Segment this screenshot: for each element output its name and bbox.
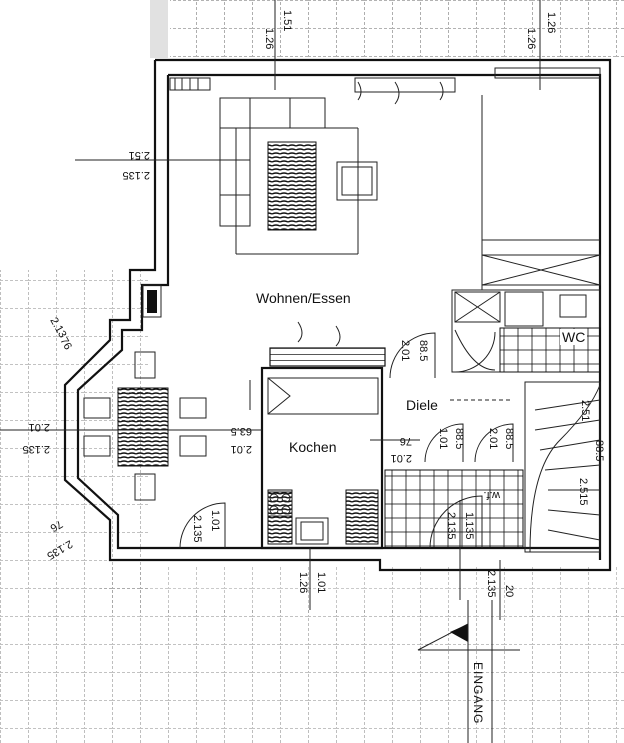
- dim-entry-b: 20: [503, 585, 515, 597]
- dim-door-b: 88.5: [417, 340, 429, 361]
- dim-top-a: 1.51: [281, 10, 293, 31]
- dim-stair-c: 2.515: [577, 478, 589, 506]
- dining-group: [83, 351, 207, 501]
- kitchen: [260, 366, 384, 550]
- entrance-label: EINGANG: [471, 662, 485, 724]
- dim-wall-a: 2.135: [445, 512, 457, 540]
- dim-bay-b: 76: [57, 336, 74, 353]
- dim-bay-left-b: 2.135: [22, 443, 50, 455]
- room-label-diele: Diele: [406, 397, 438, 413]
- dim-top-b: 1.26: [263, 28, 275, 49]
- sofa-group: [219, 97, 378, 255]
- bar-counter: [269, 347, 386, 367]
- dim-kitchen-r-b: 2.01: [391, 452, 412, 464]
- entrance-arrow: [417, 600, 520, 743]
- dim-diele-d1a: 1.01: [437, 428, 449, 449]
- staircase: [524, 381, 601, 553]
- dim-bay-low-a: 76: [48, 517, 65, 534]
- diele-tiles: [384, 469, 524, 549]
- room-label-wohnen: Wohnen/Essen: [256, 290, 351, 306]
- dim-door-a: 2.01: [399, 340, 411, 361]
- dim-kitchen-r-a: 76: [400, 435, 412, 447]
- dim-diele-d2b: 88.5: [503, 428, 515, 449]
- dim-living-door-a: 1.01: [209, 510, 221, 531]
- dim-top-right-a: 1.26: [545, 12, 557, 33]
- stove-fill: [147, 290, 157, 313]
- lamps: [297, 321, 341, 347]
- dim-kitchen-w-a: 63.5: [231, 425, 252, 437]
- door-arcs: [179, 331, 514, 549]
- stove: [142, 284, 162, 318]
- dim-entry-a: 2.135: [485, 570, 497, 598]
- dim-kitchen-bot-b: 1.26: [297, 572, 309, 593]
- top-windows: [169, 77, 456, 105]
- dim-bay-left-a: 2.01: [29, 421, 50, 433]
- dim-stair-a: 2.51: [579, 400, 591, 421]
- room-label-kochen: Kochen: [289, 439, 337, 455]
- dimension-lines: [0, 0, 541, 620]
- dim-kitchen-bot-a: 1.01: [315, 572, 327, 593]
- dim-wall-b: 1.135: [463, 512, 475, 540]
- room-label-wc: WC: [560, 329, 588, 345]
- dim-diele-d2a: 2.01: [487, 428, 499, 449]
- dim-living-door-b: 2.135: [191, 515, 203, 543]
- dim-wf: w.f.: [483, 489, 501, 501]
- dim-top-right-b: 1.26: [525, 28, 537, 49]
- dim-diele-d1b: 88.5: [453, 428, 465, 449]
- dim-left-top-b: 2.135: [122, 169, 150, 181]
- dim-stair-b: 88.5: [593, 440, 605, 461]
- dim-left-top-a: 2.51: [129, 149, 150, 161]
- wardrobe: [481, 67, 601, 290]
- dim-kitchen-w-b: 2.01: [231, 443, 252, 455]
